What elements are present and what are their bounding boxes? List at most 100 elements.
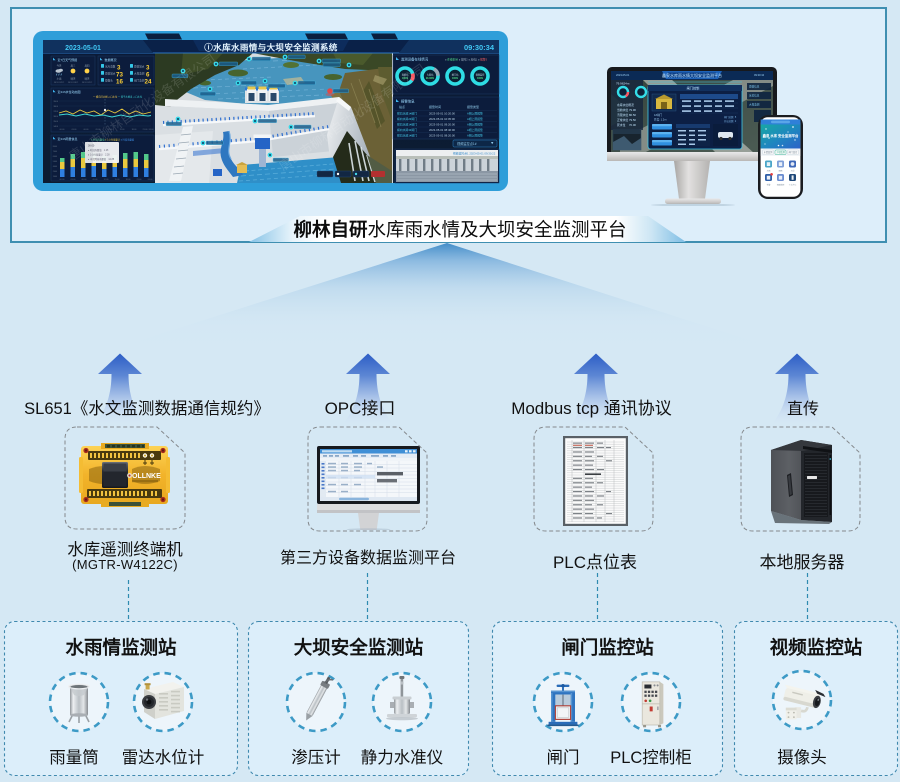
svg-text:横向水闸2#闸门: 横向水闸2#闸门: [397, 117, 417, 121]
svg-text:2023-05-01: 2023-05-01: [616, 73, 630, 77]
svg-text:视频监控: 视频监控: [476, 73, 486, 77]
svg-text:24: 24: [145, 78, 152, 85]
svg-text:2023-05-01 10:20:00: 2023-05-01 10:20:00: [429, 112, 455, 116]
svg-text:水库总数: 水库总数: [105, 65, 116, 69]
svg-text:91.66%: 91.66%: [426, 77, 435, 80]
svg-text:2023-05-01 09:20:00: 2023-05-01 09:20:00: [429, 123, 455, 127]
svg-text:闸门总数: 5: 闸门总数: 5: [724, 115, 737, 119]
svg-text:死水位 70.00: 死水位 70.00: [617, 123, 636, 127]
svg-text:2023-05-01 08:46:00: 2023-05-01 08:46:00: [429, 128, 455, 132]
svg-text:鑫泉水库雨水情大坝安全监测平台: 鑫泉水库雨水情大坝安全监测平台: [662, 72, 722, 78]
svg-text:18:00: 18:00: [132, 129, 137, 131]
svg-text:09:00: 09:00: [88, 145, 95, 148]
svg-text:06:00: 06:00: [82, 179, 87, 181]
svg-text:10°C-12°C: 10°C-12°C: [54, 82, 65, 84]
svg-text:— 横向河水闸 入口水位 — 坝平水闸出 入口水位: — 横向河水闸 入口水位 — 坝平水闸出 入口水位: [93, 95, 143, 99]
svg-text:5000: 5000: [53, 161, 57, 163]
svg-text:水库水位概况: 水库水位概况: [617, 103, 634, 107]
svg-text:摄像头: 摄像头: [105, 79, 113, 83]
svg-text:OLLNKE: OLLNKE: [132, 473, 161, 480]
svg-text:A相上限报警: A相上限报警: [467, 128, 483, 132]
svg-text:监测设备在线情况: 监测设备在线情况: [401, 57, 429, 62]
svg-text:鑫泉 水库 安全监测平台: 鑫泉 水库 安全监测平台: [762, 133, 799, 138]
svg-text:100%: 100%: [477, 77, 484, 80]
svg-text:6000: 6000: [53, 156, 57, 158]
svg-text:79.9624m: 79.9624m: [616, 82, 630, 86]
svg-text:● 1小时雨量计 2.28: ● 1小时雨量计 2.28: [88, 153, 110, 157]
svg-text:16: 16: [116, 78, 123, 85]
svg-text:A相上限报警: A相上限报警: [467, 112, 483, 116]
svg-text:汛限水位 80.50: 汛限水位 80.50: [617, 113, 636, 117]
svg-text:24:00: 24:00: [149, 129, 154, 131]
svg-text:数据概况: 数据概况: [105, 57, 117, 62]
svg-text:闸门站: 闸门站: [452, 73, 459, 77]
svg-text:近24h雨量信息: 近24h雨量信息: [58, 136, 78, 141]
svg-text:● 时段雨量值 1.25: ● 时段雨量值 1.25: [88, 148, 109, 152]
svg-text:● 本次降雨雨量值 12.85: ● 本次降雨雨量值 12.85: [88, 157, 115, 161]
svg-text:21:00: 21:00: [143, 129, 148, 131]
svg-text:3900: 3900: [53, 101, 58, 103]
svg-text:横向水闸3#闸门: 横向水闸3#闸门: [397, 128, 417, 132]
svg-text:开度: 1.2m: 开度: 1.2m: [654, 118, 666, 122]
svg-text:水情监测: 水情监测: [764, 150, 774, 154]
svg-text:3: 3: [146, 64, 150, 71]
svg-text:00:00: 00:00: [60, 129, 65, 131]
svg-text:3800: 3800: [53, 106, 58, 108]
svg-text:周四: 周四: [85, 64, 90, 68]
svg-text:2023-05-01 10:05:00: 2023-05-01 10:05:00: [429, 117, 455, 121]
svg-text:1#闸门: 1#闸门: [654, 113, 662, 117]
svg-text:大坝监测: 大坝监测: [134, 72, 145, 76]
svg-text:A相上限报警: A相上限报警: [467, 123, 483, 127]
svg-text:7000: 7000: [53, 151, 57, 153]
svg-text:视频监控点1 2023-05-01 09:30:22: 视频监控点1 2023-05-01 09:30:22: [453, 152, 496, 156]
svg-text:今天: 今天: [57, 64, 62, 68]
svg-text:周三: 周三: [71, 64, 76, 68]
svg-text:6: 6: [146, 71, 150, 78]
svg-text:雨情站: 雨情站: [402, 73, 409, 77]
svg-text:15:00: 15:00: [115, 179, 120, 181]
svg-text:12:00: 12:00: [108, 129, 113, 131]
svg-text:视频监控: 视频监控: [777, 183, 785, 187]
svg-text:大坝监测: 大坝监测: [776, 150, 786, 154]
svg-text:大坝监测: 大坝监测: [749, 103, 760, 107]
svg-text:09:00: 09:00: [93, 179, 98, 181]
svg-text:09:30:34: 09:30:34: [464, 43, 495, 52]
svg-text:大坝站: 大坝站: [427, 73, 434, 77]
svg-text:小雨: 小雨: [57, 77, 62, 81]
svg-text:雨情信息: 雨情信息: [749, 85, 760, 89]
svg-text:3600: 3600: [53, 116, 58, 118]
svg-text:● 时段雨量值 ● 1小时雨量计 ● 时段雨量值: ● 时段雨量值 ● 1小时雨量计 ● 时段雨量值: [91, 138, 135, 142]
svg-text:大坝: 大坝: [791, 169, 795, 173]
svg-text:3: 3: [117, 64, 121, 71]
svg-text:2023-05-01 08:20:00: 2023-05-01 08:20:00: [429, 134, 455, 138]
svg-text:视频监控点1#: 视频监控点1#: [457, 141, 477, 146]
svg-text:当前水位 79.96: 当前水位 79.96: [617, 108, 636, 112]
svg-text:ⓘ水库水雨情与大坝安全监测系统: ⓘ水库水雨情与大坝安全监测系统: [204, 42, 338, 53]
svg-text:近24h水位动态图: 近24h水位动态图: [58, 89, 81, 94]
svg-text:00:00: 00:00: [60, 179, 65, 181]
svg-text:站点: 站点: [399, 104, 405, 109]
svg-text:03:00: 03:00: [71, 179, 76, 181]
svg-text:15:00: 15:00: [120, 129, 125, 131]
svg-text:● 在线率98 ● 故障2 ● 离线1 ● 报警3: ● 在线率98 ● 故障2 ● 离线1 ● 报警3: [445, 58, 487, 62]
svg-text:09:30:34: 09:30:34: [754, 73, 765, 77]
svg-text:73: 73: [116, 71, 123, 78]
svg-text:开启总数: 2: 开启总数: 2: [724, 119, 737, 123]
svg-text:闸门监控: 闸门监控: [789, 150, 799, 154]
svg-text:晴天: 晴天: [71, 77, 76, 81]
svg-text:报警类型: 报警类型: [467, 104, 479, 109]
svg-text:近7日天气预报: 近7日天气预报: [58, 57, 78, 62]
svg-text:03:00: 03:00: [72, 129, 77, 131]
svg-text:24:00: 24:00: [148, 179, 153, 181]
svg-text:正常水位 79.50: 正常水位 79.50: [617, 118, 636, 122]
svg-text:水情: 水情: [767, 169, 771, 173]
svg-text:告警: 告警: [767, 183, 771, 187]
svg-text:10°C-13°C: 10°C-13°C: [68, 82, 79, 84]
svg-text:2000: 2000: [53, 171, 57, 173]
svg-text:报警时间: 报警时间: [429, 104, 441, 109]
svg-text:横向水闸1#闸门: 横向水闸1#闸门: [397, 134, 417, 138]
svg-text:A相上限报警: A相上限报警: [467, 134, 483, 138]
svg-text:3400: 3400: [53, 126, 58, 128]
svg-text:A相上限报警: A相上限报警: [467, 117, 483, 121]
svg-text:8000: 8000: [53, 146, 57, 148]
